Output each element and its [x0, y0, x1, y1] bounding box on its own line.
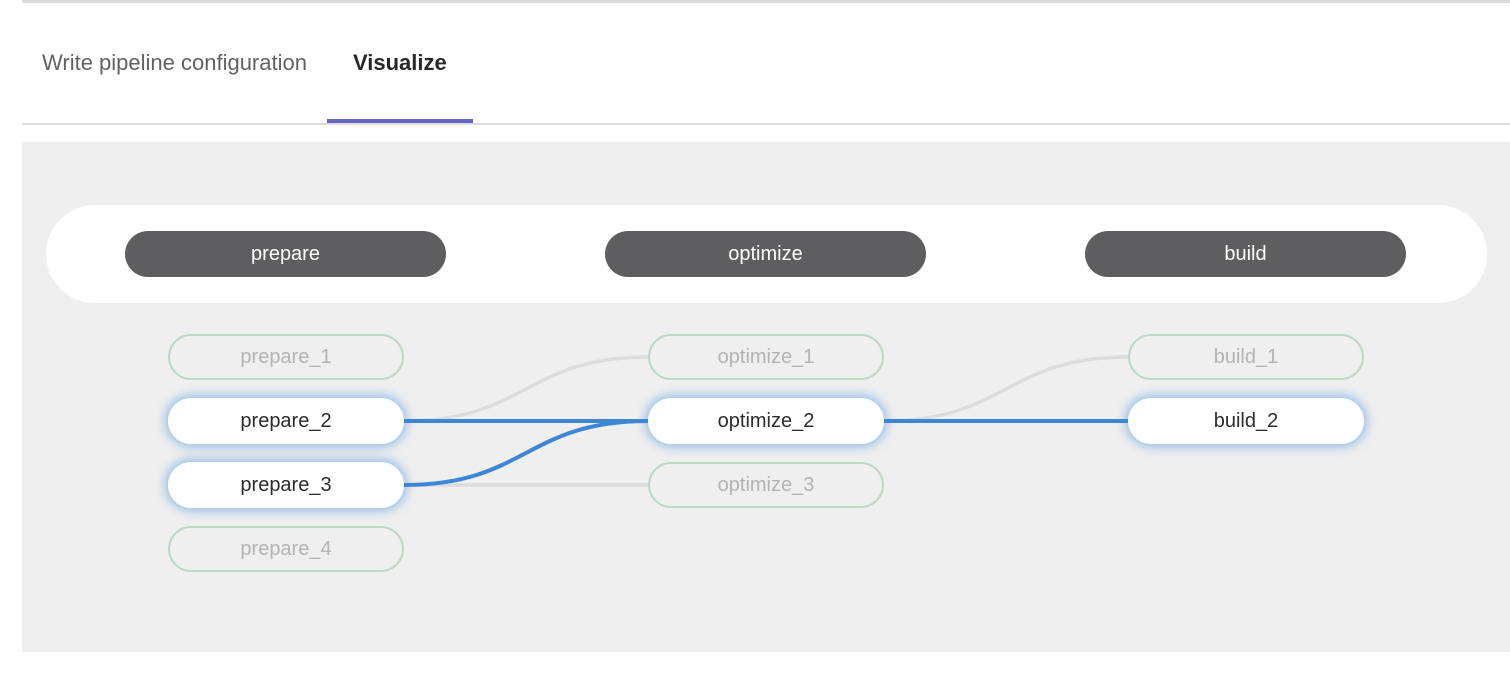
job-optimize-1[interactable]: optimize_1	[648, 334, 884, 380]
job-optimize-2[interactable]: optimize_2	[648, 398, 884, 444]
pipeline-graph-panel: prepare optimize build prepare_1 prepare_…	[22, 142, 1510, 652]
stage-pill-optimize: optimize	[605, 231, 926, 277]
job-optimize-3[interactable]: optimize_3	[648, 462, 884, 508]
stage-pill-prepare: prepare	[125, 231, 446, 277]
stage-pill-build: build	[1085, 231, 1406, 277]
job-build-1[interactable]: build_1	[1128, 334, 1364, 380]
link-optimize-2-to-build-1	[883, 355, 1129, 423]
pipeline-links-svg	[403, 355, 1129, 487]
tab-write-pipeline-configuration[interactable]: Write pipeline configuration	[22, 3, 327, 123]
top-divider	[22, 0, 1510, 3]
link-prepare-2-to-optimize-1	[403, 355, 649, 423]
job-prepare-2[interactable]: prepare_2	[168, 398, 404, 444]
job-build-2[interactable]: build_2	[1128, 398, 1364, 444]
job-prepare-4[interactable]: prepare_4	[168, 526, 404, 572]
pipeline-editor-page: Write pipeline configuration Visualize p…	[22, 0, 1510, 676]
editor-tab-bar: Write pipeline configuration Visualize	[22, 3, 1510, 125]
link-prepare-3-to-optimize-2	[403, 419, 649, 487]
job-prepare-1[interactable]: prepare_1	[168, 334, 404, 380]
tab-visualize[interactable]: Visualize	[326, 3, 473, 123]
job-prepare-3[interactable]: prepare_3	[168, 462, 404, 508]
